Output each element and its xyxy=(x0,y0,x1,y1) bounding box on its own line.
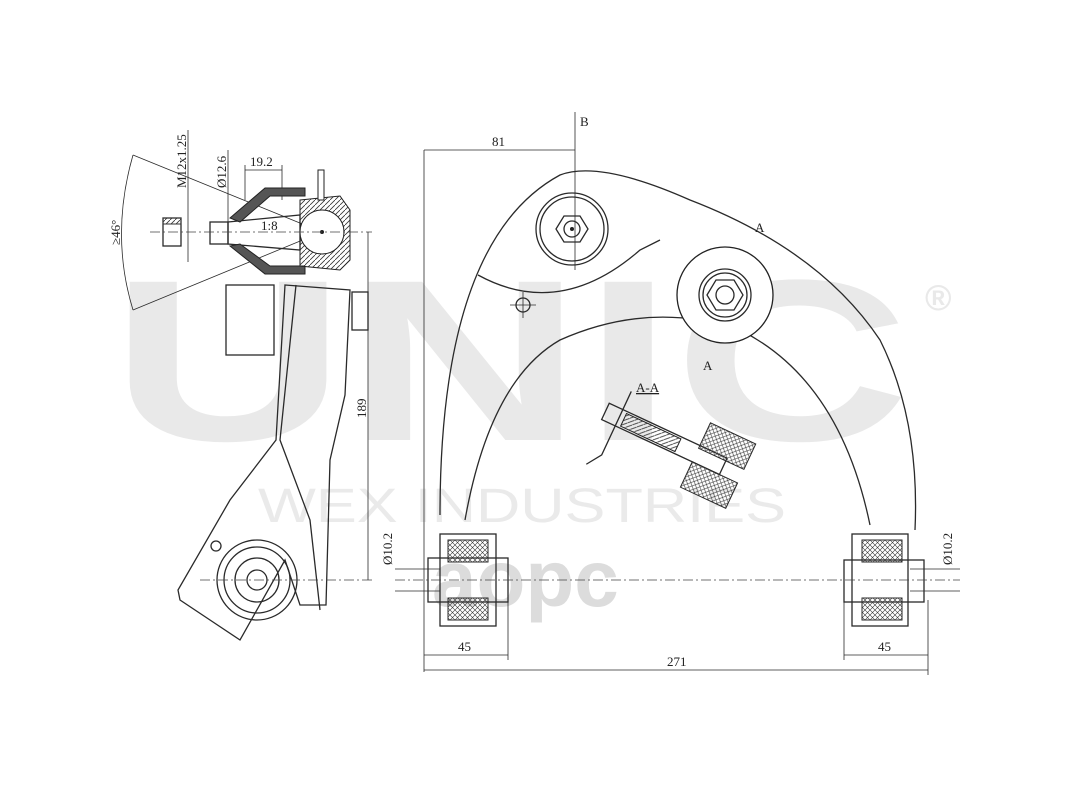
watermark: UNIC ® WEX INDUSTRIES аорс xyxy=(110,232,952,623)
overall-width: 271 xyxy=(667,654,687,669)
section-mark-upper: A xyxy=(755,220,765,235)
left-bushing-width: 45 xyxy=(458,639,471,654)
offset-dimension: 81 xyxy=(492,134,505,149)
section-title: A-A xyxy=(636,380,660,395)
thread-dimension: M12x1.25 xyxy=(174,134,189,188)
watermark-brand: UNIC xyxy=(110,232,910,489)
right-bushing-width: 45 xyxy=(878,639,891,654)
view-b-label: B xyxy=(580,114,589,129)
front-view: 81 B A A A-A xyxy=(380,112,960,675)
height-dimension: 189 xyxy=(354,399,369,419)
side-view: ≥46° M12x1.25 Ø12.6 19.2 1:8 xyxy=(108,130,372,641)
bushing-left xyxy=(427,533,509,627)
angle-label: ≥46° xyxy=(108,220,123,245)
right-bushing-diameter: Ø10.2 xyxy=(940,533,955,565)
section-mark-lower: A xyxy=(703,358,713,373)
taper-label: 1:8 xyxy=(261,218,278,233)
length-dimension: 19.2 xyxy=(250,154,273,169)
watermark-registered: ® xyxy=(925,277,952,318)
left-bushing-diameter: Ø10.2 xyxy=(380,533,395,565)
stud-diameter-dimension: Ø12.6 xyxy=(214,155,229,188)
